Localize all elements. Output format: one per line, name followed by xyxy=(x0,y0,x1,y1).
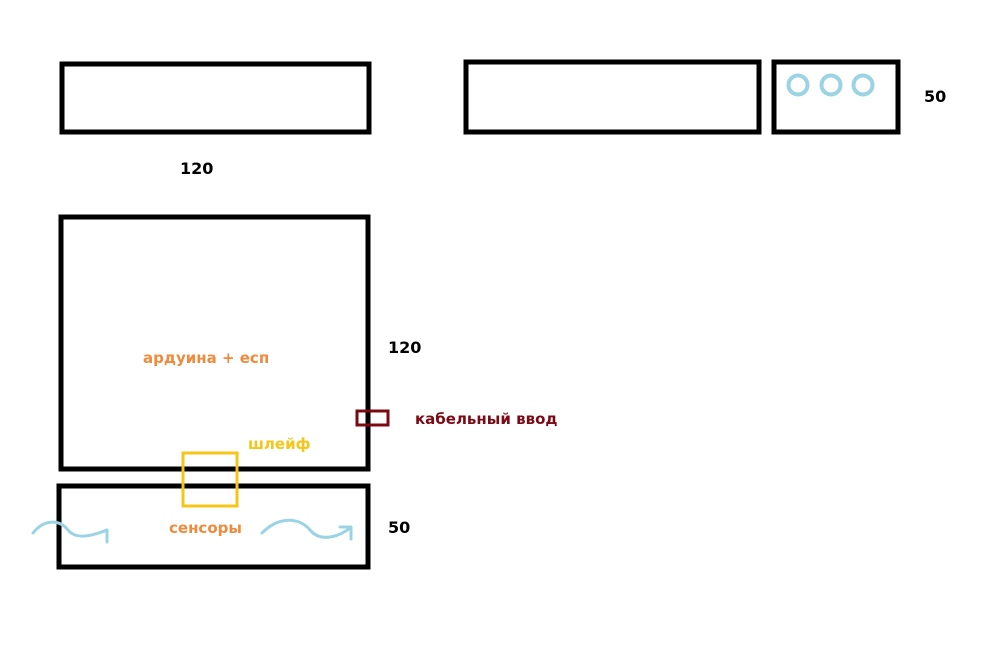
airflow-wavy-arrow-icon xyxy=(260,518,353,541)
top-right-box xyxy=(771,59,901,135)
indicator-circle-icon xyxy=(819,73,843,97)
main-enclosure xyxy=(58,214,371,472)
top-left-box xyxy=(59,61,372,135)
top-width-label: 120 xyxy=(180,159,213,178)
cable-gland-label: кабельный ввод xyxy=(415,410,558,428)
indicator-circle-icon xyxy=(786,73,810,97)
indicator-circle-icon xyxy=(851,73,875,97)
sensors-label: сенсоры xyxy=(169,519,242,537)
main-height-label: 120 xyxy=(388,338,421,357)
sensor-enclosure xyxy=(56,483,371,570)
sensor-height-label: 50 xyxy=(388,518,410,537)
ribbon-connector-box xyxy=(181,451,239,508)
cable-gland-box xyxy=(355,409,390,427)
top-middle-box xyxy=(463,59,762,135)
airflow-wavy-arrow-icon xyxy=(31,520,109,544)
top-height-label: 50 xyxy=(924,87,946,106)
arduino-label: ардуина + есп xyxy=(143,349,269,367)
ribbon-label: шлейф xyxy=(248,435,311,453)
